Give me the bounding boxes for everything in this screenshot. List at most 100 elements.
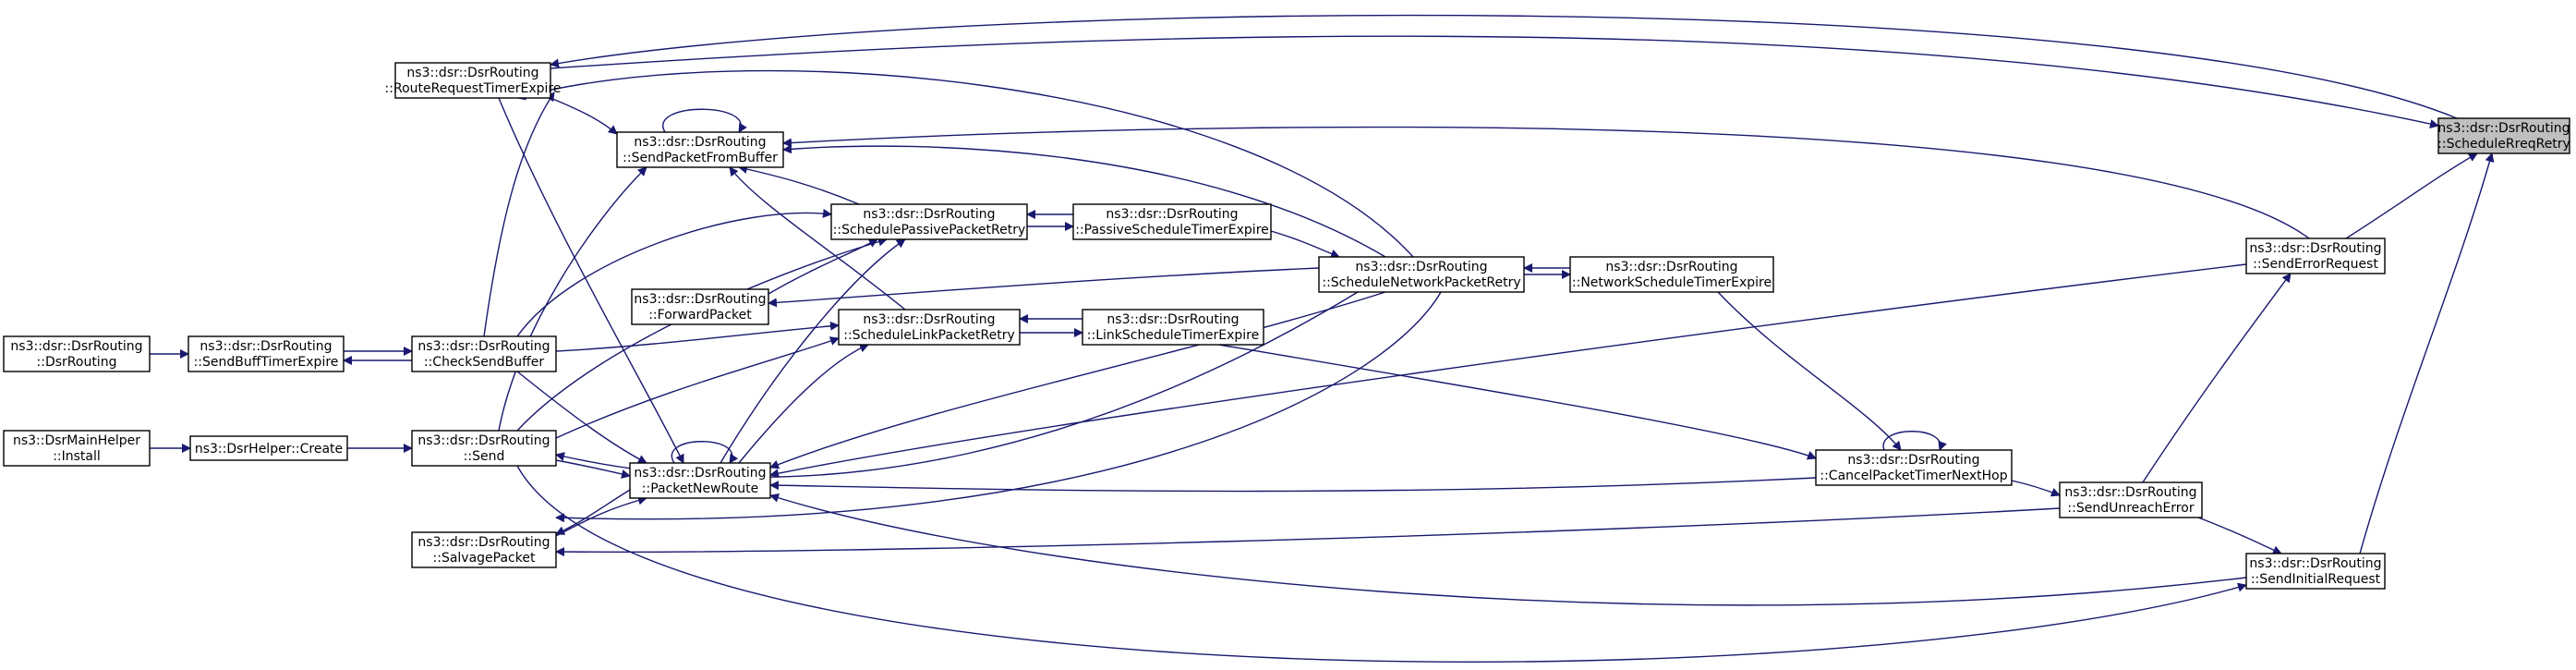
node-dsr-routing-ctor[interactable]: ns3::dsr::DsrRouting ::DsrRouting xyxy=(3,335,151,372)
edge-rreq-to-rrte xyxy=(550,14,2458,119)
node-label-line1: ns3::dsr::DsrRouting xyxy=(634,135,766,150)
node-label-line2: ::ScheduleLinkPacketRetry xyxy=(843,328,1014,343)
node-label-line2: ::CancelPacketTimerNextHop xyxy=(1820,469,2007,483)
edge-sinit-to-pnr xyxy=(769,493,2247,606)
node-link-schedule-timer-expire[interactable]: ns3::dsr::DsrRouting ::LinkScheduleTimer… xyxy=(1082,309,1264,346)
edge-cpt-self xyxy=(1882,431,1947,451)
node-label-line1: ns3::DsrMainHelper xyxy=(13,433,140,448)
node-label-line1: ns3::dsr::DsrRouting xyxy=(2064,485,2196,500)
edge-snpr-to-rrte xyxy=(516,69,1414,258)
node-label-line2: ::PassiveScheduleTimerExpire xyxy=(1075,223,1269,238)
node-dsr-helper-create[interactable]: ns3::DsrHelper::Create xyxy=(189,435,348,461)
edge-fp-to-sppr xyxy=(768,238,878,295)
edge-lste-to-cpt xyxy=(1218,344,1817,460)
node-dsr-main-helper-install[interactable]: ns3::DsrMainHelper ::Install xyxy=(3,430,151,467)
node-route-request-timer-expire[interactable]: ns3::dsr::DsrRouting ::RouteRequestTimer… xyxy=(385,62,562,99)
node-label-line2: ::SchedulePassivePacketRetry xyxy=(833,223,1026,238)
node-schedule-link-packet-retry[interactable]: ns3::dsr::DsrRouting ::ScheduleLinkPacke… xyxy=(838,309,1021,346)
node-label-line2: ::CheckSendBuffer xyxy=(424,355,544,370)
edge-sunreach-to-salv xyxy=(555,507,2061,557)
node-label-line1: ns3::dsr::DsrRouting xyxy=(417,339,550,354)
edge-rrte-to-spfb xyxy=(550,97,618,135)
node-packet-new-route[interactable]: ns3::dsr::DsrRouting ::PacketNewRoute xyxy=(629,462,771,499)
node-label-line1: ns3::dsr::DsrRouting xyxy=(634,292,766,307)
edge-serr-to-rreq xyxy=(2345,152,2478,239)
edge-send-to-sinit xyxy=(516,465,2247,663)
edge-snpr-to-spfb xyxy=(782,144,1386,258)
node-label-line2: ::Install xyxy=(53,449,101,464)
edge-salv-to-pnr xyxy=(555,495,647,537)
node-label-line1: ns3::dsr::DsrRouting xyxy=(1605,260,1737,274)
edge-sppr-to-spfb xyxy=(738,164,860,205)
node-label-line2: ::SendPacketFromBuffer xyxy=(623,151,778,165)
node-label-line1: ns3::dsr::DsrRouting xyxy=(863,207,995,222)
edge-csb-to-pnr xyxy=(516,371,647,464)
edge-serr-to-spfb xyxy=(782,126,2310,239)
node-label-line2: ::SendErrorRequest xyxy=(2253,257,2378,272)
edge-pnr-to-slpr xyxy=(738,343,869,464)
node-label-line2: ::DsrRouting xyxy=(37,355,117,370)
edge-pste-to-snpr xyxy=(1270,230,1340,259)
edge-sunreach-to-sinit xyxy=(2197,517,2282,554)
node-schedule-network-packet-retry[interactable]: ns3::dsr::DsrRouting ::ScheduleNetworkPa… xyxy=(1318,256,1525,293)
edge-cpt-to-sunreach xyxy=(2011,480,2061,497)
node-label-line2: ::SendInitialRequest xyxy=(2251,572,2381,587)
node-send[interactable]: ns3::dsr::DsrRouting ::Send xyxy=(411,430,557,467)
node-schedule-rreq-retry[interactable]: ns3::dsr::DsrRouting ::ScheduleRreqRetry xyxy=(2437,117,2570,154)
node-label-line2: ::SalvagePacket xyxy=(433,551,536,566)
edge-serr-to-pnr xyxy=(769,263,2247,479)
edge-csb-to-rrte xyxy=(483,91,555,337)
node-label-line2: ::SendBuffTimerExpire xyxy=(194,355,339,370)
node-label-line2: ::RouteRequestTimerExpire xyxy=(385,81,562,96)
node-label-line1: ns3::dsr::DsrRouting xyxy=(417,433,550,448)
node-send-initial-request[interactable]: ns3::dsr::DsrRouting ::SendInitialReques… xyxy=(2245,553,2386,590)
node-cancel-packet-timer-next-hop[interactable]: ns3::dsr::DsrRouting ::CancelPacketTimer… xyxy=(1815,449,2013,486)
edge-slpr-to-spfb xyxy=(729,166,906,311)
node-label-line1: ns3::dsr::DsrRouting xyxy=(406,66,538,80)
node-passive-schedule-timer-expire[interactable]: ns3::dsr::DsrRouting ::PassiveScheduleTi… xyxy=(1072,203,1272,240)
node-send-buff-timer-expire[interactable]: ns3::dsr::DsrRouting ::SendBuffTimerExpi… xyxy=(187,335,345,372)
node-forward-packet[interactable]: ns3::dsr::DsrRouting ::ForwardPacket xyxy=(631,288,769,325)
node-label-line1: ns3::dsr::DsrRouting xyxy=(863,312,995,327)
node-label-line2: ::Send xyxy=(464,449,505,464)
node-label-line1: ns3::dsr::DsrRouting xyxy=(200,339,332,354)
edge-rrte-to-pnr xyxy=(498,97,684,464)
edge-sunreach-to-serr xyxy=(2142,273,2292,483)
node-check-send-buffer[interactable]: ns3::dsr::DsrRouting ::CheckSendBuffer xyxy=(411,335,557,372)
node-label-line1: ns3::dsr::DsrRouting xyxy=(1847,453,1979,468)
edge-csb-to-slpr xyxy=(555,321,840,352)
node-label-line2: ::ForwardPacket xyxy=(648,308,752,323)
node-label-line1: ns3::dsr::DsrRouting xyxy=(2249,241,2381,256)
node-label-line1: ns3::dsr::DsrRouting xyxy=(1107,312,1239,327)
edge-pnr-self xyxy=(671,441,739,464)
node-label-line1: ns3::dsr::DsrRouting xyxy=(10,339,142,354)
node-label-line1: ns3::dsr::DsrRouting xyxy=(1355,260,1487,274)
edge-send-to-pnr xyxy=(555,459,631,479)
node-label-line1: ns3::dsr::DsrRouting xyxy=(1106,207,1238,222)
node-salvage-packet[interactable]: ns3::dsr::DsrRouting ::SalvagePacket xyxy=(411,531,557,568)
edge-send-to-sppr xyxy=(516,237,888,432)
node-label-line1: ns3::dsr::DsrRouting xyxy=(2437,121,2570,136)
node-network-schedule-timer-expire[interactable]: ns3::dsr::DsrRouting ::NetworkScheduleTi… xyxy=(1569,256,1774,293)
node-send-unreach-error[interactable]: ns3::dsr::DsrRouting ::SendUnreachError xyxy=(2059,481,2203,518)
edge-snpr-to-pnr xyxy=(769,291,1386,469)
node-label-line2: ::ScheduleNetworkPacketRetry xyxy=(1322,275,1520,290)
edge-snpr-to-cpt-like xyxy=(555,291,1442,523)
node-label-line2: ::NetworkScheduleTimerExpire xyxy=(1572,275,1772,290)
node-label-line2: ::PacketNewRoute xyxy=(642,481,758,496)
node-label-line1: ns3::dsr::DsrRouting xyxy=(417,535,550,550)
edge-send-to-spfb xyxy=(498,166,647,432)
edge-nste-to-cpt xyxy=(1717,291,1902,451)
edge-cpt-to-pnr xyxy=(769,477,1817,493)
node-label-line1: ns3::dsr::DsrRouting xyxy=(2249,556,2381,571)
edge-pnr-to-salv xyxy=(555,489,631,535)
edge-sinit-to-rreq xyxy=(2359,152,2495,554)
node-label-line2: ::ScheduleRreqRetry xyxy=(2437,137,2570,152)
node-send-error-request[interactable]: ns3::dsr::DsrRouting ::SendErrorRequest xyxy=(2245,238,2386,274)
node-send-packet-from-buffer[interactable]: ns3::dsr::DsrRouting ::SendPacketFromBuf… xyxy=(616,131,784,168)
node-schedule-passive-packet-retry[interactable]: ns3::dsr::DsrRouting ::SchedulePassivePa… xyxy=(830,203,1028,240)
node-label-line2: ::SendUnreachError xyxy=(2067,501,2194,516)
edge-send-to-slpr xyxy=(555,336,840,439)
edge-rrte-to-rreq xyxy=(550,35,2439,128)
